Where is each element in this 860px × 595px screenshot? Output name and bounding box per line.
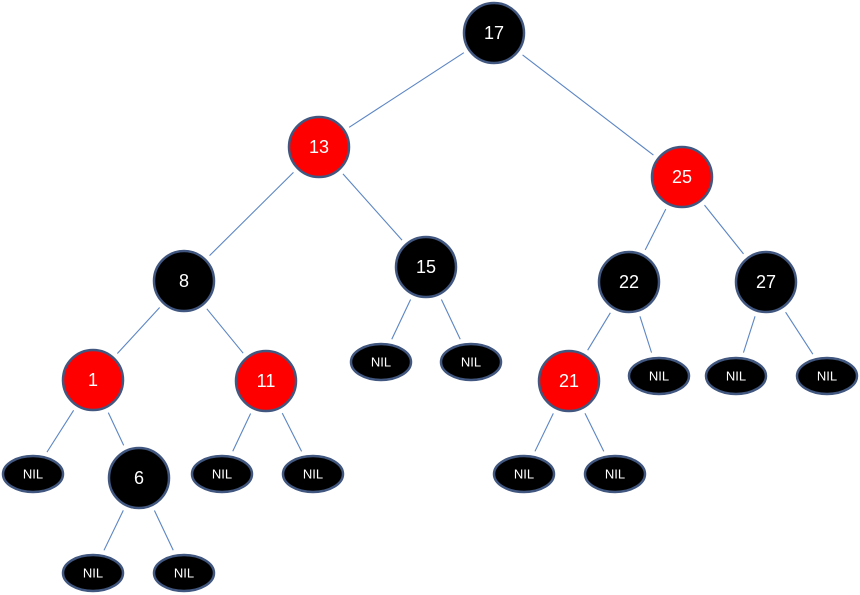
black-node-shape <box>704 356 768 396</box>
node-label: NIL <box>174 566 194 581</box>
black-node-shape <box>152 249 216 313</box>
tree-node-n6: 6 <box>107 446 171 510</box>
edge-n1-nil1 <box>46 410 75 453</box>
node-label: NIL <box>212 467 232 482</box>
black-node-shape <box>349 342 413 382</box>
node-label: NIL <box>83 566 103 581</box>
black-node-shape <box>281 454 345 494</box>
node-label: 27 <box>756 272 776 292</box>
tree-node-n27: 27 <box>734 250 798 314</box>
edge-n6-nil6a <box>103 510 124 551</box>
black-node-shape <box>439 342 503 382</box>
edge-n15-nil15b <box>440 299 461 340</box>
edge-n21-nil21b <box>584 413 605 452</box>
black-node-shape <box>107 446 171 510</box>
node-label: NIL <box>817 369 837 384</box>
edge-n8-n11 <box>206 308 244 354</box>
red-node-shape <box>234 349 298 413</box>
nil-leaf-nil27b: NIL <box>795 356 859 396</box>
black-node-shape <box>597 250 661 314</box>
edge-n22-nil22 <box>639 316 653 353</box>
edge-n25-n27 <box>704 204 744 255</box>
edge-n25-n22 <box>644 208 667 251</box>
black-node-shape <box>734 250 798 314</box>
nil-leaf-nil1: NIL <box>1 454 65 494</box>
node-label: 11 <box>257 371 276 391</box>
node-label: NIL <box>461 355 481 370</box>
nil-leaf-nil6a: NIL <box>61 553 125 593</box>
edge-n22-n21 <box>587 312 611 351</box>
nil-leaf-nil21b: NIL <box>583 454 647 494</box>
tree-node-n22: 22 <box>597 250 661 314</box>
tree-node-n13: 13 <box>287 115 351 179</box>
red-node-shape <box>650 145 714 209</box>
edge-n1-n6 <box>107 412 125 446</box>
black-node-shape <box>462 1 526 65</box>
red-node-shape <box>287 115 351 179</box>
nil-leaf-nil21a: NIL <box>492 454 556 494</box>
node-label: 22 <box>619 272 639 292</box>
black-node-shape <box>190 454 254 494</box>
edge-n11-nil11a <box>232 413 252 452</box>
edge-n17-n25 <box>522 54 654 156</box>
tree-node-n21: 21 <box>537 349 601 413</box>
node-label: 6 <box>134 468 144 488</box>
node-label: NIL <box>605 467 625 482</box>
nil-leaf-nil6b: NIL <box>152 553 216 593</box>
tree-node-n8: 8 <box>152 249 216 313</box>
edge-n27-nil27b <box>785 311 814 355</box>
tree-node-n15: 15 <box>394 235 458 299</box>
tree-node-n1: 1 <box>61 348 125 412</box>
node-label: NIL <box>303 467 323 482</box>
nil-leaf-nil27a: NIL <box>704 356 768 396</box>
tree-node-n25: 25 <box>650 145 714 209</box>
nil-leaf-nil11a: NIL <box>190 454 254 494</box>
edge-n11-nil11b <box>281 412 303 452</box>
black-node-shape <box>152 553 216 593</box>
edge-n13-n8 <box>209 171 294 257</box>
edge-n13-n15 <box>342 173 403 241</box>
nil-leaf-nil22: NIL <box>627 356 691 396</box>
red-node-shape <box>61 348 125 412</box>
node-label: 17 <box>484 23 504 43</box>
node-label: 21 <box>559 371 579 391</box>
node-label: 25 <box>672 167 692 187</box>
node-label: NIL <box>23 467 43 482</box>
node-label: NIL <box>514 467 534 482</box>
black-node-shape <box>795 356 859 396</box>
node-label: 1 <box>88 370 98 390</box>
red-node-shape <box>537 349 601 413</box>
tree-edges <box>46 52 814 551</box>
nil-leaf-nil15b: NIL <box>439 342 503 382</box>
edge-n8-n1 <box>116 307 161 354</box>
edge-n15-nil15a <box>391 299 412 340</box>
edge-n21-nil21a <box>534 413 554 452</box>
tree-node-n11: 11 <box>234 349 298 413</box>
node-label: 15 <box>416 257 436 277</box>
node-label: 13 <box>309 137 329 157</box>
node-label: NIL <box>649 369 669 384</box>
black-node-shape <box>492 454 556 494</box>
black-node-shape <box>583 454 647 494</box>
black-node-shape <box>394 235 458 299</box>
edge-n27-nil27a <box>742 316 756 353</box>
node-label: NIL <box>371 355 391 370</box>
edge-n17-n13 <box>348 52 465 128</box>
tree-node-n17: 17 <box>462 1 526 65</box>
black-node-shape <box>61 553 125 593</box>
black-node-shape <box>627 356 691 396</box>
node-label: NIL <box>726 369 746 384</box>
nil-leaf-nil15a: NIL <box>349 342 413 382</box>
black-node-shape <box>1 454 65 494</box>
nil-leaf-nil11b: NIL <box>281 454 345 494</box>
edge-n6-nil6b <box>153 510 174 551</box>
node-label: 8 <box>179 271 189 291</box>
